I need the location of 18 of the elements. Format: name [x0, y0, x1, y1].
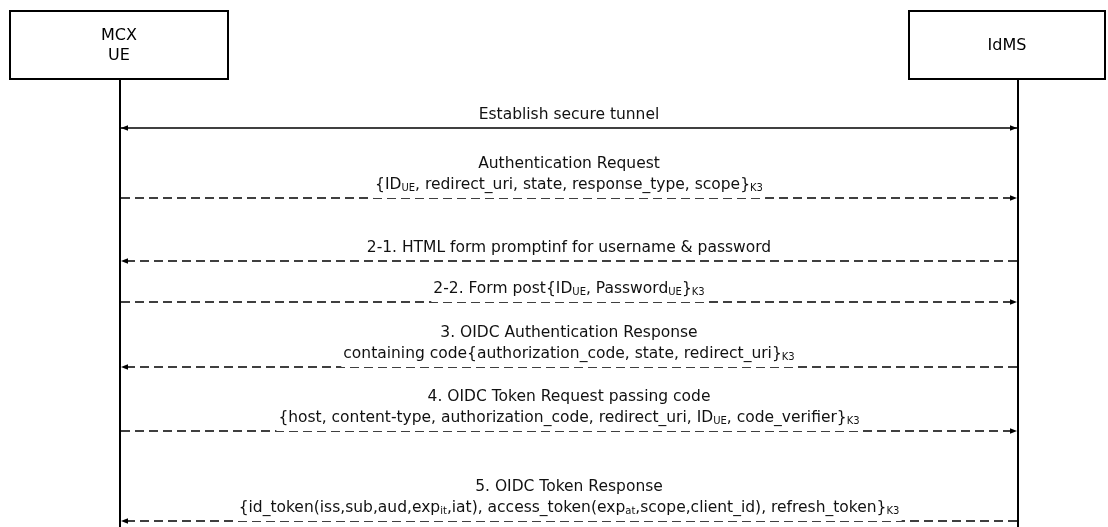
message-arrow	[120, 125, 1018, 131]
participant-name: IdMS	[986, 35, 1028, 55]
message-label: 4. OIDC Token Request passing code {host, content-type, authorization_code, redirect_uri, ID$_{UE}$, code_verifier}$_{K3}$	[276, 386, 862, 431]
participant-box	[9, 10, 229, 80]
message-arrow	[120, 518, 1018, 524]
participant-name: MCX UE	[100, 25, 138, 65]
lifeline	[119, 80, 121, 527]
message-arrow	[120, 299, 1018, 305]
message-arrow	[120, 364, 1018, 370]
participant-box	[908, 10, 1106, 80]
message-label: 2-2. Form post{ID$_{UE}$, Password$_{UE}$}$_{K3}$	[431, 278, 707, 302]
lifeline	[1017, 80, 1019, 527]
message-arrow	[120, 428, 1018, 434]
message-label: 3. OIDC Authentication Response containing code{authorization_code, state, redirect_uri}$_{K3}$	[341, 322, 797, 367]
message-arrow	[120, 258, 1018, 264]
message-arrow	[120, 195, 1018, 201]
message-label: Authentication Request {ID$_{UE}$, redirect_uri, state, response_type, scope}$_{K3}$	[373, 153, 765, 198]
message-label: 5. OIDC Token Response {id_token(iss,sub,aud,exp$_{it}$,iat), access_token(exp$_{at}$,scope,client_id), refresh_token}$_{K3}$	[236, 476, 902, 521]
